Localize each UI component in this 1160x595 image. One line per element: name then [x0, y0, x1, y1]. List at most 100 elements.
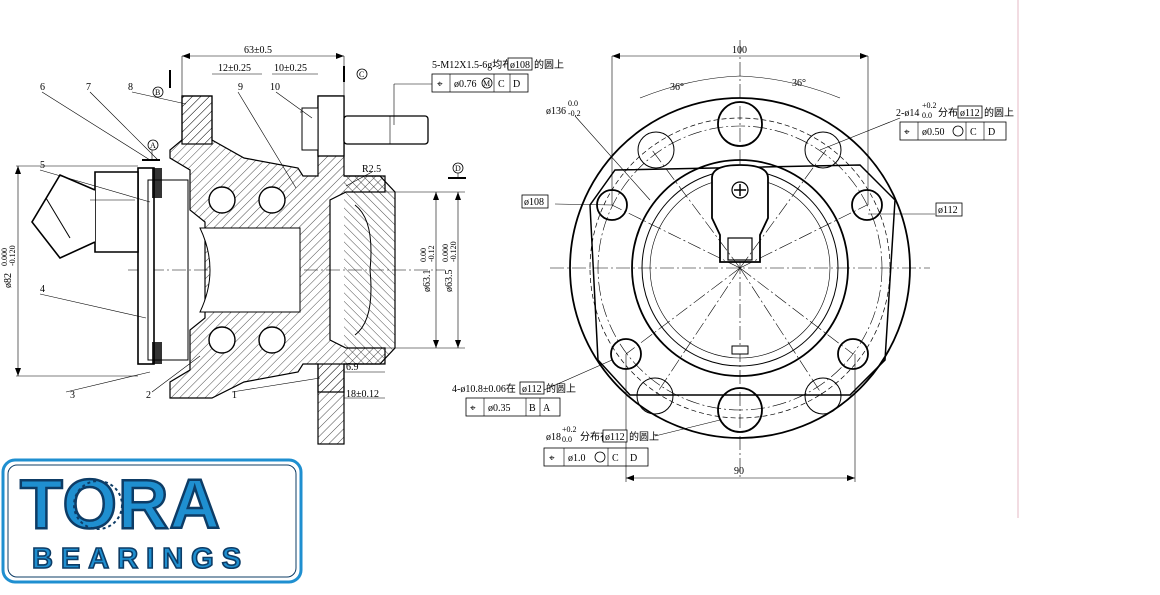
callout-bolts: 5-M12X1.5-6g均布在 ø108 的圆上 ⌖ ø0.76 M C D — [393, 57, 564, 125]
mount-hole-br — [837, 338, 869, 370]
callout-holes14-circle: ø112 — [960, 108, 980, 119]
flange-lower — [317, 363, 345, 445]
dim-dia-82: ø82 — [3, 273, 14, 288]
dim-dia-63-5-tol-lower: -0.120 — [449, 241, 458, 262]
callout-bolts-m: M — [483, 79, 490, 88]
part-number-9: 9 — [238, 82, 243, 93]
dim-90: 90 — [734, 466, 744, 477]
bolt-hole-bottom — [717, 387, 763, 433]
front-view — [543, 40, 935, 482]
part-number-10: 10 — [270, 82, 280, 93]
callout-holes14: 2-ø14 +0.2 0.0 分布在 ø112 的圆上 ⌖ ø0.50 C D — [896, 101, 1014, 141]
svg-text:⌖: ⌖ — [904, 127, 910, 138]
stud-bolt — [343, 115, 429, 145]
callout-holes18-tol: ø1.0 — [568, 453, 586, 464]
part-number-6: 6 — [40, 82, 45, 93]
part-number-5: 5 — [40, 160, 45, 171]
bolt-hole-tl — [637, 131, 675, 169]
part-number-7: 7 — [86, 82, 91, 93]
callout-holes10-text: 4-ø10.8±0.06在 — [452, 383, 516, 395]
dim-dia-63-1-tol-upper: 0.00 — [419, 248, 428, 262]
bolt-hole-tr — [804, 131, 842, 169]
callout-holes18-circle: ø112 — [605, 432, 625, 443]
callout-holes18-datum1: C — [612, 453, 619, 464]
callout-bolts-circle: ø108 — [510, 60, 530, 71]
outer-flange-circle — [569, 97, 911, 439]
callout-holes14-tol-upper: +0.2 — [922, 101, 937, 110]
side-section-view — [15, 53, 466, 445]
logo-brand-top: TORA — [20, 465, 221, 543]
part-number-2: 2 — [146, 390, 151, 401]
dim-dia-63-1-tol-lower: -0.12 — [427, 245, 436, 262]
callout-holes14-suffix: 的圆上 — [984, 106, 1014, 119]
callout-holes10-datum1: B — [529, 403, 536, 414]
dim-dia-63-1: ø63.1 — [422, 270, 433, 293]
dim-100: 100 — [732, 45, 747, 56]
datum-c-letter: C — [359, 70, 364, 79]
callout-holes14-datum1: C — [970, 127, 977, 138]
angle-left: 36° — [670, 82, 684, 93]
dim-dia-63-5-tol-upper: 0.000 — [441, 244, 450, 262]
pcd-circle-108 — [597, 125, 883, 411]
sensor-plug — [711, 164, 769, 263]
callout-bolts-datum1: C — [498, 79, 505, 90]
dim-width-10: 10±0.25 — [274, 63, 307, 74]
dim-dia-82-tol-upper: 0.000 — [0, 248, 9, 266]
callout-holes14-tol: ø0.50 — [922, 127, 945, 138]
callout-holes14-datum2: D — [988, 127, 995, 138]
flange-upper — [181, 95, 213, 145]
datum-d-letter: D — [455, 164, 461, 173]
dim-width-12: 12±0.25 — [218, 63, 251, 74]
dim-dia-63-5: ø63.5 — [444, 270, 455, 293]
dim-dia-112: ø112 — [938, 205, 958, 216]
datum-b-letter: B — [155, 88, 160, 97]
dim-flange-6-9: 6.9 — [346, 362, 359, 373]
dim-dia-136-tol-upper: 0.0 — [568, 99, 578, 108]
dim-overall-width: 63±0.5 — [244, 45, 272, 56]
svg-text:⌖: ⌖ — [470, 403, 476, 414]
dim-dia-108: ø108 — [524, 197, 544, 208]
hub-circle-outer — [631, 159, 849, 377]
flange-outline — [589, 164, 896, 396]
callout-holes18-text: ø18 — [546, 432, 561, 443]
tora-bearings-logo: TORA BEARINGS — [1, 458, 303, 584]
mount-hole-right — [851, 189, 883, 221]
callout-holes14-tol-lower: 0.0 — [922, 111, 932, 120]
sensor-connector — [94, 171, 139, 253]
callout-holes14-text: 2-ø14 — [896, 108, 919, 119]
callout-holes10: 4-ø10.8±0.06在 ø112 的圆上 ⌖ ø0.35 B A — [452, 381, 576, 417]
callout-holes18-tol-upper: +0.2 — [562, 425, 577, 434]
callout-bolts-suffix: 的圆上 — [534, 58, 564, 71]
ball-lower-right — [258, 326, 286, 354]
callout-holes18: ø18 +0.2 0.0 分布在 ø112 的圆上 ⌖ ø1.0 C D — [543, 425, 659, 467]
dim-dia-136-tol-lower: -0.2 — [568, 109, 581, 118]
callout-bolts-datum2: D — [513, 79, 520, 90]
logo-brand-bottom: BEARINGS — [32, 543, 249, 575]
callout-holes18-datum2: D — [630, 453, 637, 464]
dim-dia-82-tol-lower: -0.120 — [8, 245, 17, 266]
part-number-8: 8 — [128, 82, 133, 93]
datum-a-letter: A — [150, 141, 156, 150]
callout-bolts-text: 5-M12X1.5-6g均布在 — [432, 59, 522, 71]
ball-upper-right — [258, 186, 286, 214]
callout-holes18-suffix: 的圆上 — [629, 430, 659, 443]
dim-dia-136: ø136 — [546, 106, 566, 117]
ball-upper-left — [208, 186, 236, 214]
bolt-hole-bl — [636, 377, 674, 415]
bolt-hole-top — [717, 101, 763, 147]
part-number-4: 4 — [40, 284, 45, 295]
encoder-ring — [137, 167, 155, 365]
stud-head — [317, 95, 345, 157]
part-number-1: 1 — [232, 390, 237, 401]
stud-knurl — [301, 107, 319, 151]
callout-holes10-datum2: A — [543, 403, 551, 414]
callout-bolts-tol: ø0.76 — [454, 79, 477, 90]
part-number-3: 3 — [70, 390, 75, 401]
callout-holes10-tol: ø0.35 — [488, 403, 511, 414]
bolt-hole-br — [804, 377, 842, 415]
dim-flange-18: 18±0.12 — [346, 389, 379, 400]
callout-holes18-tol-lower: 0.0 — [562, 435, 572, 444]
svg-text:⌖: ⌖ — [437, 79, 443, 90]
ball-lower-left — [208, 326, 236, 354]
